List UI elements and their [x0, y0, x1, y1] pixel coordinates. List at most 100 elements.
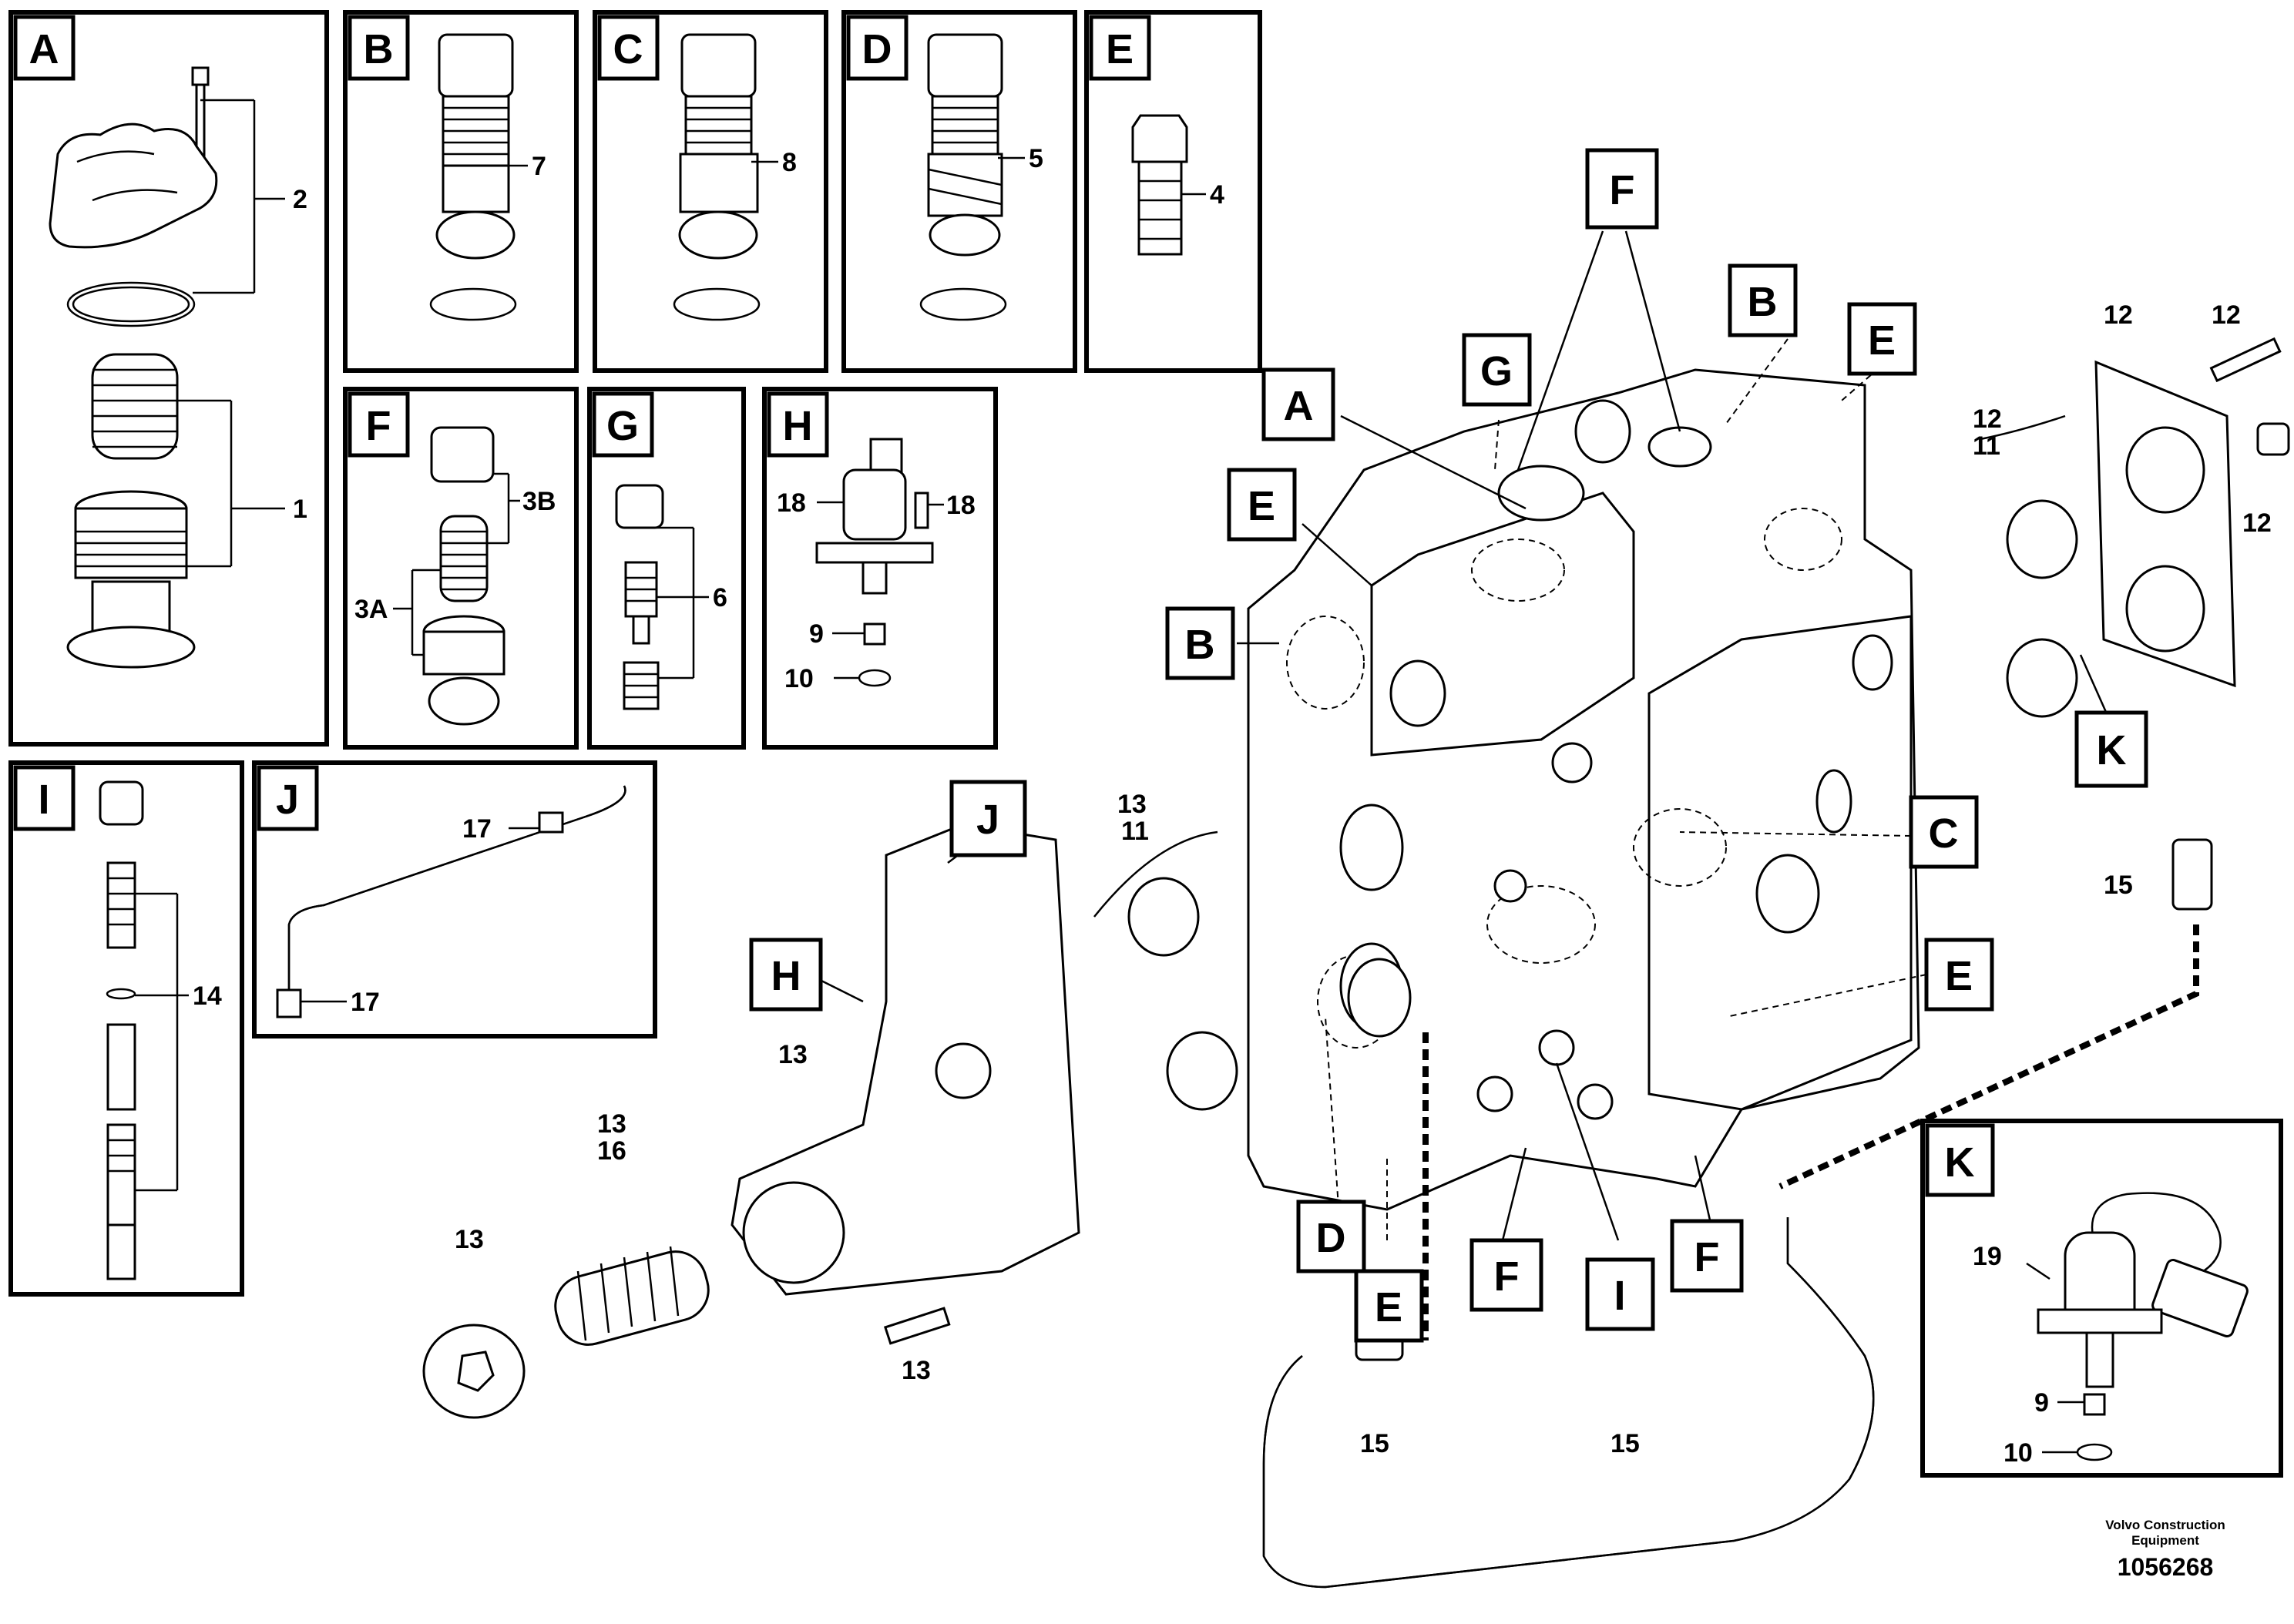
main-tag-d-bottom: D: [1296, 1200, 1366, 1273]
detail-panel-j: J 17 17: [252, 760, 657, 1038]
detail-panel-f: F 3B 3A: [343, 387, 579, 750]
document-number: 1056268: [2118, 1553, 2214, 1581]
callout-3a: 3A: [354, 595, 388, 624]
svg-text:E: E: [1868, 317, 1896, 364]
callout-11: 11: [1973, 431, 2000, 461]
detail-panel-a: A 2 1: [8, 10, 329, 747]
panel-i-letter: I: [38, 777, 49, 823]
svg-text:F: F: [1494, 1253, 1520, 1300]
main-tag-e-top: E: [1847, 302, 1917, 376]
fitting: [276, 988, 302, 1018]
pipe: [287, 785, 626, 998]
panel-h-letter: H: [783, 403, 813, 449]
detail-panel-i: I 14: [8, 760, 244, 1297]
solenoid-valve: [815, 438, 934, 687]
panel-c-letter: C: [613, 26, 643, 72]
spring-cover: [731, 823, 1412, 1296]
callout-17-upper: 17: [462, 814, 492, 844]
solenoid-flange: [2037, 1308, 2163, 1334]
fitting: [2171, 838, 2213, 911]
brand-line-2: Equipment: [2131, 1533, 2199, 1548]
svg-text:B: B: [1185, 622, 1215, 668]
callout-12: 12: [1973, 404, 2002, 434]
callout-6: 6: [713, 583, 727, 612]
main-tag-k: K: [2074, 710, 2148, 788]
callout-13: 13: [902, 1356, 931, 1385]
main-tag-e-left: E: [1227, 468, 1297, 542]
callout-8: 8: [782, 148, 797, 177]
brand-line-1: Volvo Construction: [2105, 1518, 2225, 1532]
detail-panel-h: H 18 18 9 10: [762, 387, 998, 750]
callout-12: 12: [2212, 300, 2241, 330]
callout-12: 12: [2104, 300, 2133, 330]
detail-panel-c: C 8: [593, 10, 828, 373]
callout-9: 9: [809, 619, 824, 649]
callout-17-lower: 17: [351, 988, 380, 1017]
callout-14: 14: [193, 981, 222, 1011]
piston: [66, 490, 196, 669]
main-tag-b-left: B: [1165, 606, 1235, 680]
main-tag-e-right: E: [1924, 938, 1994, 1012]
svg-text:E: E: [1945, 953, 1973, 999]
callout-18-left: 18: [777, 488, 806, 518]
panel-f-letter: F: [366, 403, 391, 449]
detail-panel-k: K 19 9 10: [1920, 1119, 2283, 1478]
spool-assembly: [99, 780, 144, 1280]
callout-3b: 3B: [522, 487, 556, 516]
valve-cartridge: [919, 33, 1007, 321]
panel-a-tag: [13, 15, 76, 81]
callout-12: 12: [2242, 508, 2272, 538]
svg-text:C: C: [1929, 810, 1959, 857]
svg-text:E: E: [1375, 1284, 1402, 1330]
svg-text:H: H: [771, 953, 801, 999]
panel-e-letter: E: [1106, 26, 1134, 72]
callout-2: 2: [293, 185, 307, 214]
svg-text:G: G: [1480, 348, 1513, 394]
detail-panel-b: B 7: [343, 10, 579, 373]
svg-text:F: F: [1694, 1234, 1720, 1280]
valve-cartridge: [673, 33, 761, 321]
o-ring: [66, 281, 196, 327]
plug-valve: [1131, 114, 1188, 256]
callout-15: 15: [1360, 1429, 1389, 1458]
main-tag-e-bottom: E: [1354, 1269, 1424, 1343]
callout-13: 13: [455, 1225, 484, 1254]
callout-16: 16: [597, 1136, 626, 1166]
callout-13: 13: [597, 1109, 626, 1139]
callout-10: 10: [784, 664, 814, 693]
spring: [91, 353, 179, 460]
check-valve-parts: [615, 484, 664, 710]
main-tag-b-top: B: [1728, 263, 1798, 337]
main-tag-c-right: C: [1909, 795, 1979, 869]
svg-text:D: D: [1316, 1215, 1346, 1261]
main-tag-a: A: [1261, 367, 1335, 441]
spring-and-plug: [422, 1246, 951, 1419]
panel-j-letter: J: [276, 777, 299, 823]
callout-19: 19: [1973, 1242, 2002, 1271]
callout-9: 9: [2034, 1388, 2049, 1418]
main-tag-f-bottom-2: F: [1670, 1219, 1744, 1293]
callout-15: 15: [2104, 871, 2133, 900]
svg-text:A: A: [1284, 383, 1314, 429]
fitting: [538, 811, 564, 834]
svg-text:J: J: [976, 797, 999, 843]
main-tag-f-top: F: [1585, 148, 1659, 230]
detail-panel-d: D 5: [841, 10, 1077, 373]
callout-7: 7: [532, 152, 546, 181]
callout-11: 11: [1121, 817, 1149, 846]
connector: [2151, 1259, 2249, 1337]
main-tag-g: G: [1462, 333, 1532, 407]
svg-text:B: B: [1748, 279, 1778, 325]
panel-b-letter: B: [364, 26, 394, 72]
callout-10: 10: [2003, 1438, 2033, 1468]
detail-panel-g: G 6: [587, 387, 746, 750]
callout-15: 15: [1611, 1429, 1640, 1458]
end-cover-plate: [2006, 337, 2290, 718]
main-tag-j: J: [949, 780, 1027, 857]
relief-valve: [422, 426, 505, 726]
detail-panel-e: E 4: [1084, 10, 1262, 373]
cover: [49, 122, 218, 249]
svg-text:F: F: [1610, 167, 1635, 213]
panel-d-letter: D: [862, 26, 892, 72]
callout-4: 4: [1210, 180, 1224, 210]
